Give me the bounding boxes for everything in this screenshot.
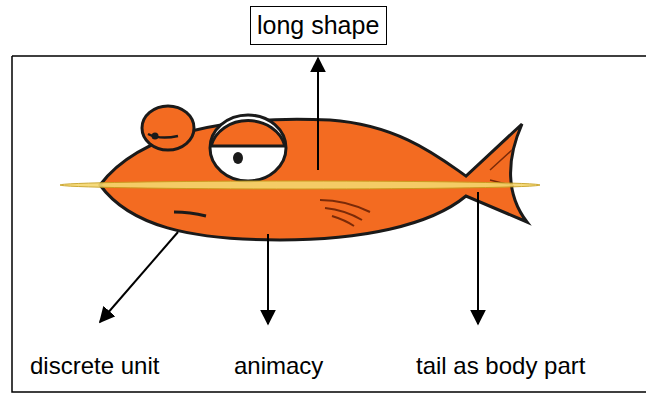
fish-eye-front (210, 115, 286, 181)
leader-arrow (267, 234, 269, 324)
boxed-label: long shape (250, 6, 387, 45)
fish-body (100, 119, 527, 240)
part-label: tail as body part (416, 352, 585, 380)
leader-arrow (100, 232, 178, 322)
part-label: animacy (234, 352, 323, 380)
fish-eye-back (142, 106, 194, 150)
frame (12, 56, 646, 392)
part-label: discrete unit (30, 352, 159, 380)
node-text: long shape (257, 11, 380, 40)
leader-arrow (317, 58, 319, 170)
leader-arrow (477, 192, 479, 324)
long-axis (60, 181, 540, 189)
